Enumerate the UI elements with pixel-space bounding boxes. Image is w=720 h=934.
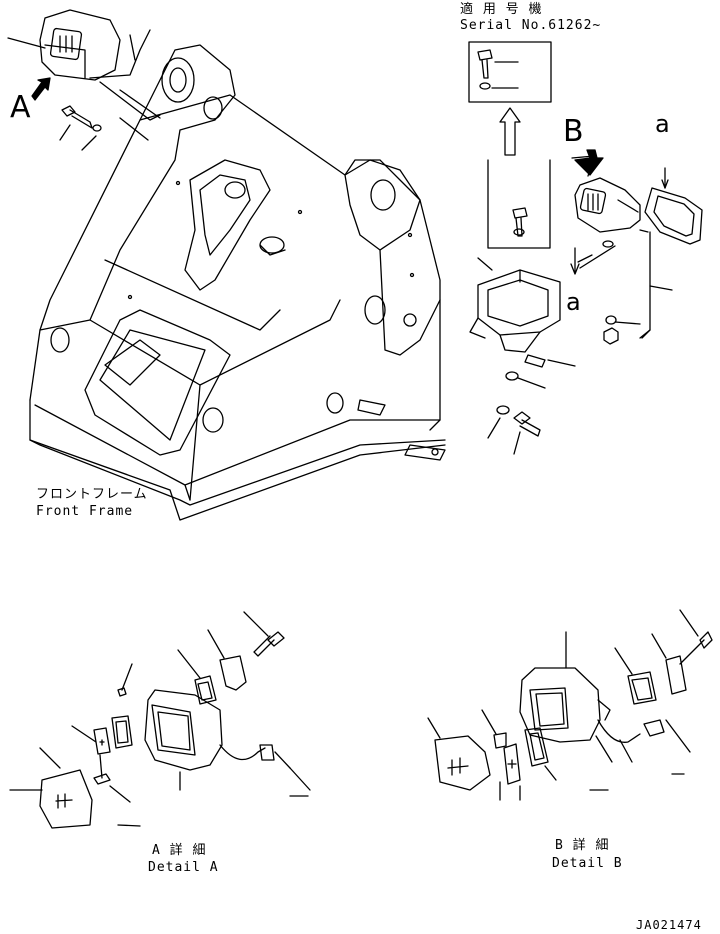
drawing-code: JA021474 — [636, 918, 702, 932]
detail-b-label-en: Detail B — [552, 856, 623, 871]
view-marker-b: B — [563, 114, 584, 149]
front-frame-label-en: Front Frame — [36, 504, 134, 519]
view-marker-a: A — [10, 90, 31, 125]
front-frame-drawing — [29, 29, 446, 521]
detail-a-label-en: Detail A — [148, 860, 219, 875]
detail-b-drawing — [427, 609, 713, 801]
detail-a-label-jp: A 詳 細 — [152, 843, 207, 858]
serial-no-box — [468, 41, 552, 103]
serial-applicable-label-jp: 適 用 号 機 — [460, 2, 543, 17]
detail-a-drawing — [9, 611, 311, 829]
hollow-up-arrow — [499, 107, 521, 156]
bolt-detail-bracket — [487, 159, 551, 249]
bolt-lower — [487, 405, 541, 455]
mounting-bracket — [469, 257, 576, 389]
a-pointer-lower — [570, 247, 580, 275]
detail-b-label-jp: B 詳 細 — [555, 838, 610, 853]
serial-number-label: Serial No.61262~ — [460, 18, 602, 33]
lamp-a-on-frame — [7, 9, 121, 81]
front-frame-label-jp: フロントフレーム — [36, 487, 148, 502]
lamp-guard-right — [644, 167, 703, 245]
washers-nuts-right — [577, 229, 673, 345]
view-marker-a-small-lower: a — [566, 288, 581, 316]
bolt-and-washer-a — [59, 105, 102, 151]
lamp-b-assembly — [574, 177, 641, 233]
view-marker-a-small-top: a — [655, 110, 670, 138]
view-arrow-b — [571, 149, 604, 177]
view-arrow-a — [31, 77, 51, 101]
